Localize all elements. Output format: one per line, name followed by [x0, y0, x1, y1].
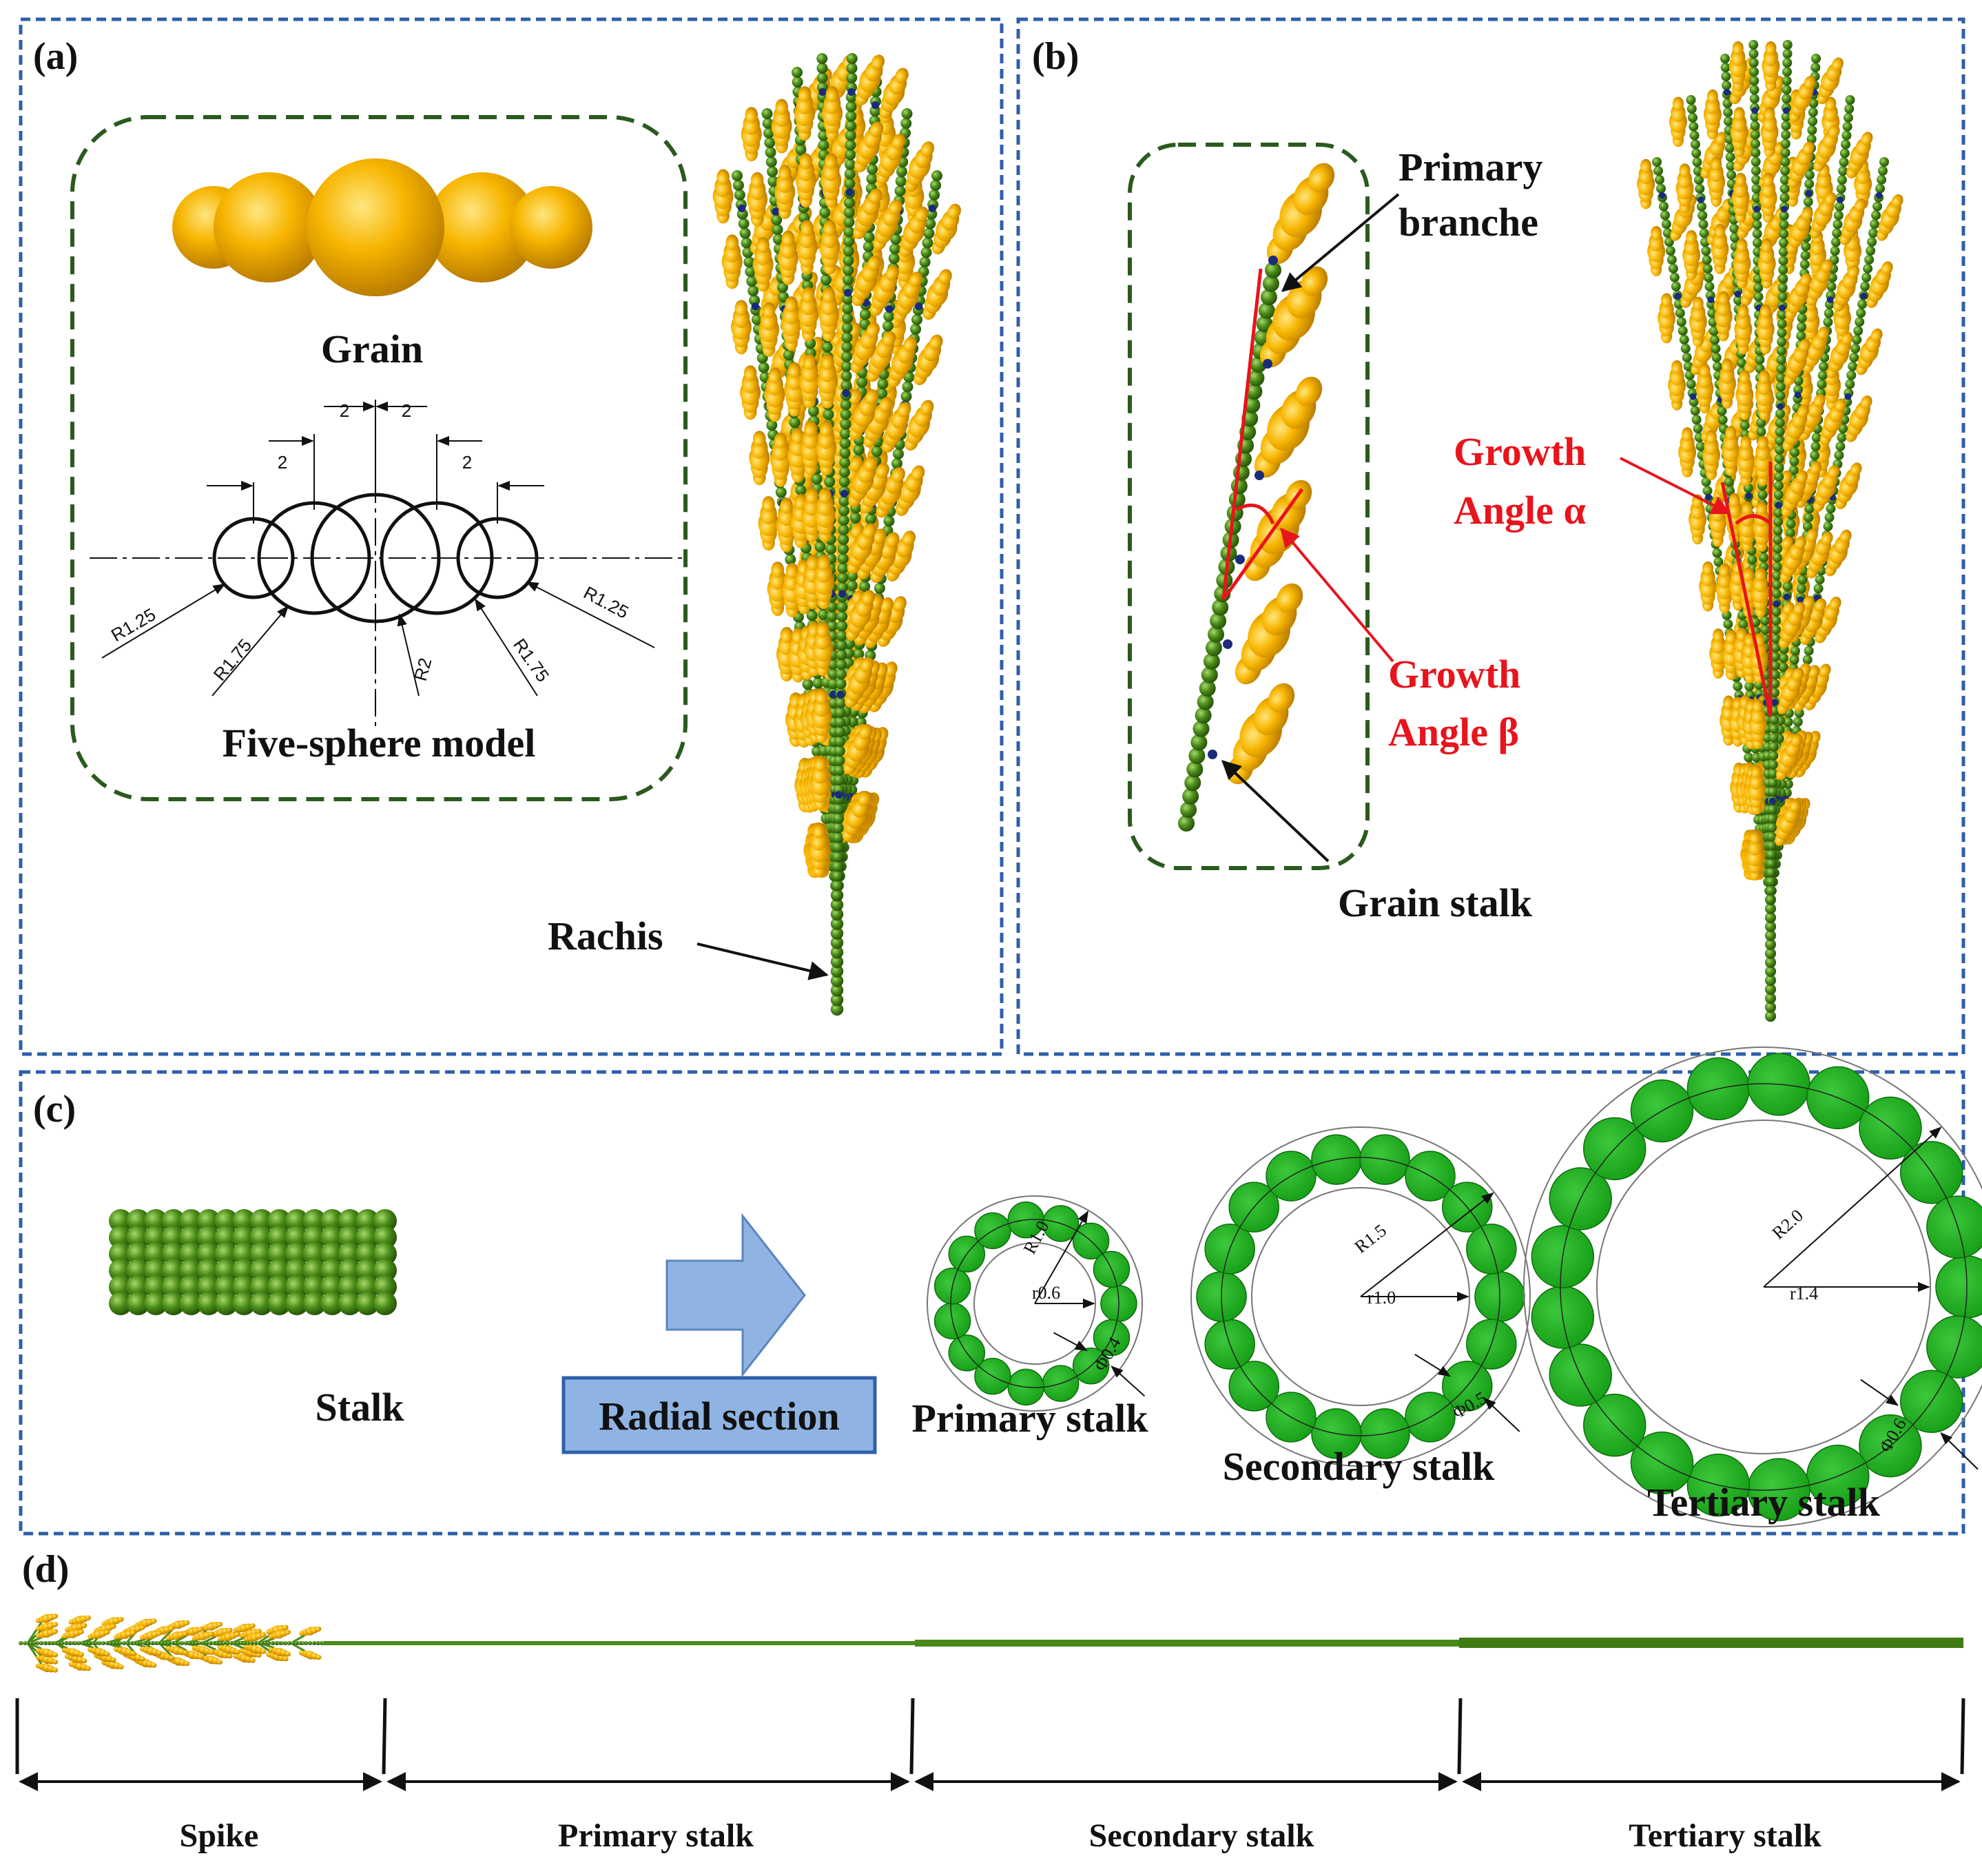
primary-branch-arrow [1281, 193, 1400, 292]
tertiary-inner-radius: r1.4 [1790, 1284, 1818, 1303]
primary-stalk-section [927, 1195, 1146, 1412]
rachis-arrow [696, 942, 829, 980]
grain-model-inset [70, 115, 688, 801]
segment-label-secondary: Secondary stalk [1089, 1817, 1314, 1854]
primary-branch-model [1178, 163, 1335, 832]
radial-section-arrow [665, 1213, 806, 1378]
segment-dividers [15, 1698, 1965, 1775]
angle-alpha-arrow [1620, 457, 1731, 515]
primary-branch-label-line1: Primary [1398, 145, 1542, 189]
panel-d-label: (d) [22, 1548, 69, 1591]
branch-inset [1128, 143, 1370, 870]
model-title: Five-sphere model [223, 721, 536, 765]
five-sphere-drawing [90, 400, 682, 730]
spacing-label-2: 2 [340, 400, 349, 421]
secondary-inner-radius: r1.0 [1367, 1288, 1396, 1308]
radial-section-label: Radial section [599, 1394, 840, 1439]
spacing-label-4: 2 [462, 452, 472, 473]
grain-title: Grain [321, 327, 423, 371]
rachis-label: Rachis [548, 914, 663, 958]
grain-stalk-label: Grain stalk [1338, 880, 1533, 925]
panel-c-label: (c) [33, 1088, 76, 1131]
radius-label-4: R1.75 [509, 635, 553, 686]
grain-stalk-arrow [1221, 760, 1330, 863]
tertiary-outer-radius: R2.0 [1768, 1206, 1807, 1244]
angle-alpha-label-line1: Growth [1454, 429, 1586, 474]
panel-b-label: (b) [1032, 35, 1079, 78]
plant-stalk-segments [324, 1638, 1963, 1648]
radius-label-3: R2 [410, 656, 436, 683]
spacing-label-3: 2 [402, 400, 411, 421]
angle-beta-label-line1: Growth [1388, 652, 1520, 697]
panel-b-frame [1016, 17, 1965, 1056]
spike-3d-model-b [1637, 40, 1903, 1022]
primary-branch-label-line2: branche [1398, 200, 1538, 245]
angle-beta-label-line2: Angle β [1388, 710, 1519, 754]
section-name-tertiary: Tertiary stalk [1647, 1480, 1881, 1525]
segment-label-primary: Primary stalk [558, 1817, 754, 1854]
stalk-label: Stalk [316, 1385, 405, 1430]
angle-alpha-label-line2: Angle α [1454, 488, 1586, 533]
panel-a-label: (a) [33, 35, 78, 78]
radius-leaders [101, 581, 655, 697]
secondary-outer-radius: R1.5 [1351, 1220, 1390, 1257]
panel-a-frame [19, 17, 1004, 1056]
angle-beta-arrow [1280, 527, 1394, 663]
grain-3d-model [172, 158, 592, 296]
stalk-3d-model [109, 1209, 397, 1315]
section-name-primary: Primary stalk [911, 1396, 1148, 1441]
tertiary-stalk-section [1523, 1047, 1982, 1527]
angle-alpha-lines [1720, 462, 1773, 717]
angle-beta-lines [1221, 268, 1304, 601]
segment-label-spike: Spike [180, 1817, 259, 1854]
spacing-label-1: 2 [278, 452, 287, 473]
radius-label-2: R1.75 [209, 635, 256, 684]
radial-section-button [561, 1376, 877, 1454]
full-plant-spike [19, 1614, 333, 1673]
secondary-stalk-section [1190, 1126, 1531, 1467]
section-name-secondary: Secondary stalk [1223, 1444, 1496, 1489]
segment-label-tertiary: Tertiary stalk [1629, 1817, 1821, 1854]
primary-inner-radius: r0.6 [1032, 1283, 1060, 1303]
radius-label-5: R1.25 [580, 582, 632, 623]
spike-3d-model-a [712, 53, 961, 1016]
